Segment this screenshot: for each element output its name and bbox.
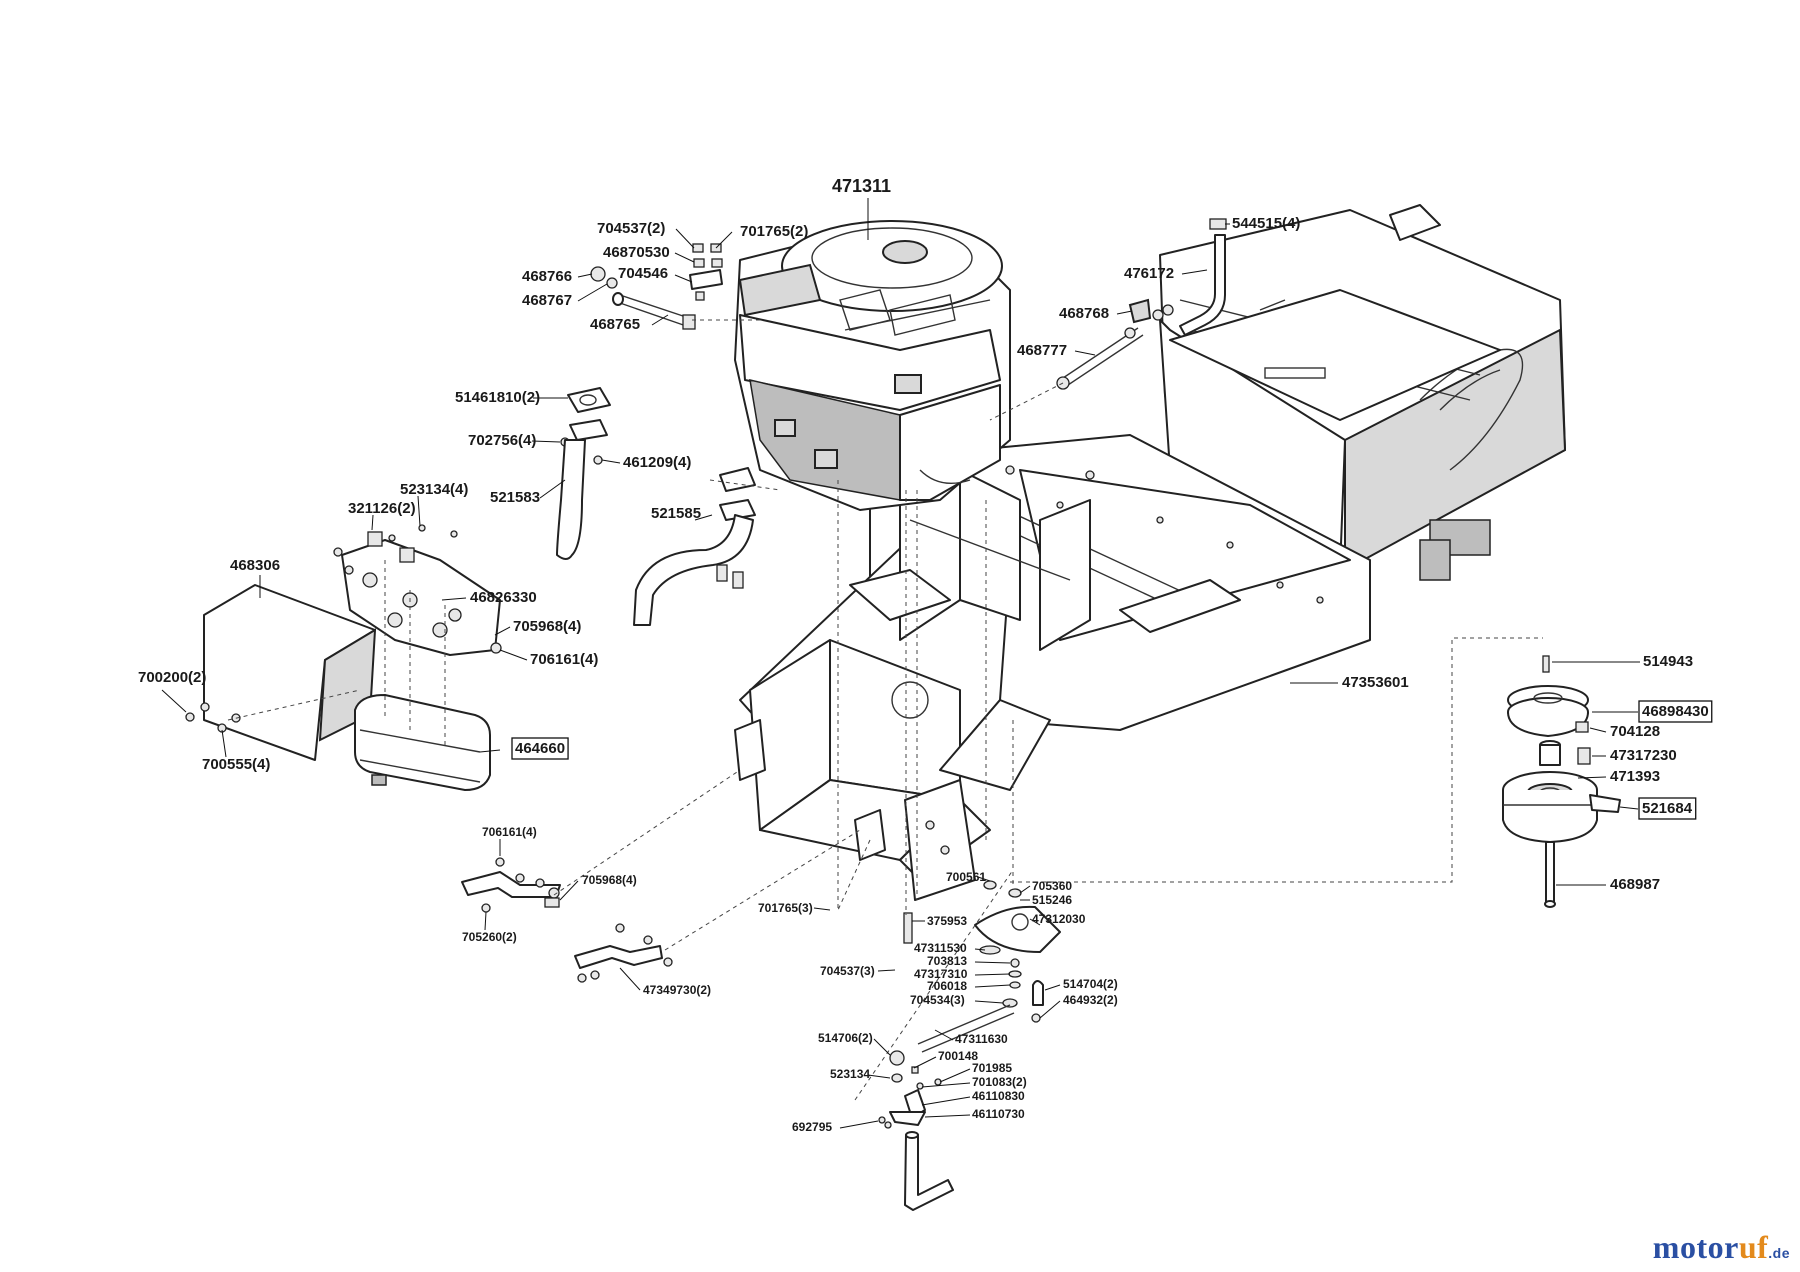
part-label-7010832: 701083(2) [972, 1075, 1027, 1089]
part-label-7005554: 700555(4) [202, 756, 270, 773]
part-label-47317310: 47317310 [914, 967, 968, 981]
part-label-468767: 468767 [522, 292, 572, 309]
part-label-7017652: 701765(2) [740, 223, 808, 240]
part-label-704128: 704128 [1610, 723, 1660, 740]
part-label-704546: 704546 [618, 265, 668, 282]
part-label-7045373: 704537(3) [820, 964, 875, 978]
part-label-7045372: 704537(2) [597, 220, 665, 237]
part-label-473497302: 47349730(2) [643, 983, 711, 997]
part-label-7059684: 705968(4) [513, 618, 581, 635]
part-label-47353601: 47353601 [1342, 674, 1409, 691]
part-label-7027564: 702756(4) [468, 432, 536, 449]
part-label-46826330: 46826330 [470, 589, 537, 606]
part-label-375953: 375953 [927, 914, 967, 928]
part-label-705360: 705360 [1032, 879, 1072, 893]
part-label-706018: 706018 [927, 979, 967, 993]
part-label-47311630: 47311630 [955, 1032, 1008, 1046]
part-label-47311530: 47311530 [914, 941, 967, 955]
steering-linkage [878, 880, 1061, 1211]
part-label-5445154: 544515(4) [1232, 215, 1300, 232]
part-label-468777: 468777 [1017, 342, 1067, 359]
part-label-476172: 476172 [1124, 265, 1174, 282]
part-label-515246: 515246 [1032, 893, 1072, 907]
part-label-692795: 692795 [792, 1120, 832, 1134]
part-label-3211262: 321126(2) [348, 500, 416, 517]
part-label-7017653: 701765(3) [758, 901, 813, 915]
part-label-464660: 464660 [515, 740, 565, 757]
part-label-521585: 521585 [651, 505, 701, 522]
part-label-47317230: 47317230 [1610, 747, 1677, 764]
part-label-7061614: 706161(4) [482, 825, 537, 839]
part-label-471393: 471393 [1610, 768, 1660, 785]
part-label-7061614: 706161(4) [530, 651, 598, 668]
engine [734, 220, 1011, 511]
part-label-468987: 468987 [1610, 876, 1660, 893]
exhaust-pipes [556, 387, 756, 626]
reference-lines [227, 319, 1543, 1101]
part-label-471311: 471311 [832, 176, 891, 196]
part-number-labels: 471311 704537(2) 701765(2) 46870530 704546 46… [138, 176, 1713, 1134]
part-label-700561: 700561 [946, 870, 986, 884]
part-label-5231344: 523134(4) [400, 481, 468, 498]
brand-part1: motor [1652, 1229, 1739, 1265]
part-label-7002002: 700200(2) [138, 669, 206, 686]
fuel-line [1056, 218, 1227, 390]
part-label-514943: 514943 [1643, 653, 1693, 670]
chassis-frame [734, 204, 1567, 901]
part-label-700148: 700148 [938, 1049, 978, 1063]
part-label-46898430: 46898430 [1642, 703, 1709, 720]
pto-clutch-assembly [1502, 655, 1621, 908]
part-label-box [1638, 700, 1713, 723]
part-label-7045343: 704534(3) [910, 993, 965, 1007]
brand-suffix: .de [1768, 1245, 1790, 1261]
part-label-4612094: 461209(4) [623, 454, 691, 471]
part-label-4649322: 464932(2) [1063, 993, 1118, 1007]
part-label-46110830: 46110830 [972, 1089, 1025, 1103]
part-label-47312030: 47312030 [1032, 912, 1086, 926]
front-brackets [461, 857, 673, 983]
part-label-468768: 468768 [1059, 305, 1109, 322]
brand-logo: motoruf.de [1653, 1229, 1790, 1266]
part-label-701985: 701985 [972, 1061, 1012, 1075]
part-label-468306: 468306 [230, 557, 280, 574]
part-label-46870530: 46870530 [603, 244, 670, 261]
part-label-521684: 521684 [1642, 800, 1693, 817]
part-label-7059684: 705968(4) [582, 873, 637, 887]
brand-part2: uf [1738, 1229, 1769, 1265]
part-label-46110730: 46110730 [972, 1107, 1025, 1121]
part-label-523134: 523134 [830, 1067, 870, 1081]
part-label-703813: 703813 [927, 954, 967, 968]
part-label-468765: 468765 [590, 316, 640, 333]
part-label-box [1638, 797, 1697, 820]
part-label-521583: 521583 [490, 489, 540, 506]
part-label-514618102: 51461810(2) [455, 389, 540, 406]
part-label-5147042: 514704(2) [1063, 977, 1118, 991]
part-label-468766: 468766 [522, 268, 572, 285]
part-label-5147062: 514706(2) [818, 1031, 873, 1045]
part-label-7052602: 705260(2) [462, 930, 517, 944]
leader-lines [161, 198, 1640, 1129]
part-label-box [511, 737, 569, 760]
